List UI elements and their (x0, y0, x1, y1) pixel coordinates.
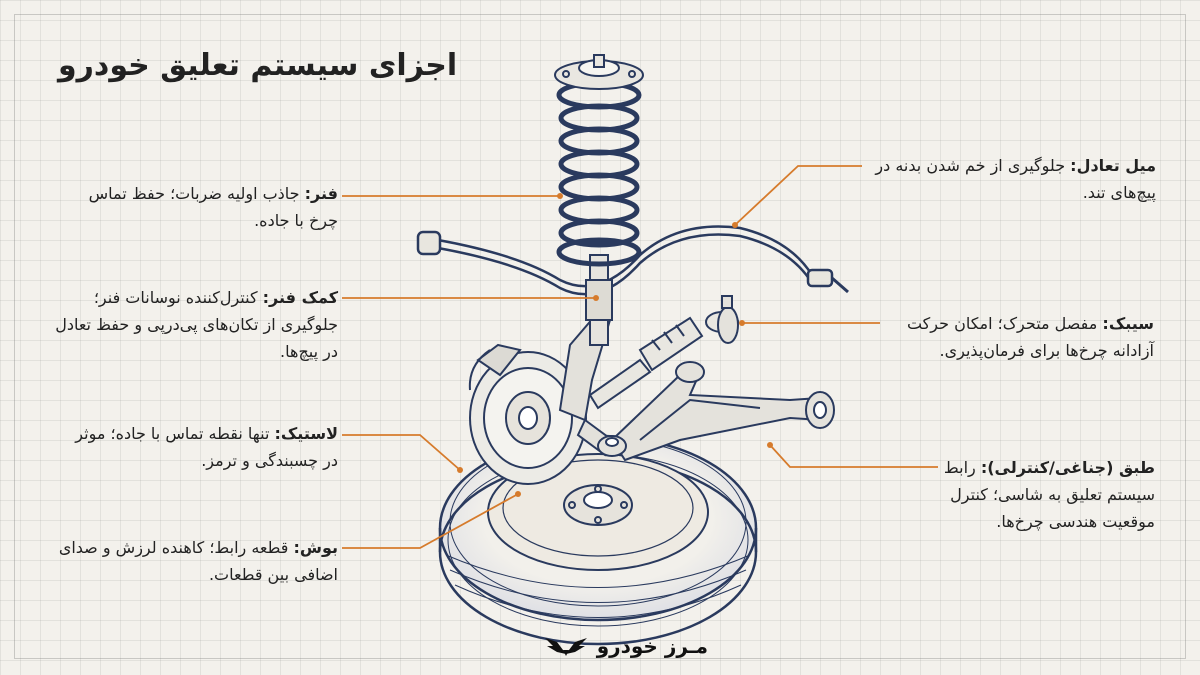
label-sway-bar-desc: جلوگیری از خم شدن بدنه در پیچ‌های تند. (875, 156, 1156, 202)
label-control-arm: طبق (جناغی/کنترلی): رابط سیستم تعلیق به … (900, 454, 1155, 535)
wings-icon (544, 638, 587, 656)
label-sway-bar: میل تعادل: جلوگیری از خم شدن بدنه در پیچ… (866, 152, 1156, 206)
label-tire-name: لاستیک: (274, 424, 339, 443)
label-control-arm-name: طبق (جناغی/کنترلی): (980, 458, 1155, 477)
label-ball-joint-desc: مفصل متحرک؛ امکان حرکت آزادانه چرخ‌ها بر… (906, 314, 1154, 360)
label-shock-absorber: کمک فنر: کنترل‌کننده نوسانات فنر؛ جلوگیر… (48, 284, 338, 365)
label-bushing-name: بوش: (293, 538, 338, 557)
control-arm (610, 361, 835, 462)
label-ball-joint: سیبک: مفصل متحرک؛ امکان حرکت آزادانه چرخ… (884, 310, 1154, 364)
label-sway-bar-name: میل تعادل: (1070, 156, 1156, 175)
label-bushing: بوش: قطعه رابط؛ کاهنده لرزش و صدای اضافی… (58, 534, 338, 588)
ball-joint (597, 295, 739, 457)
brand-name: مـرز خودرو (596, 634, 708, 658)
wheel-hub (563, 484, 633, 526)
top-mount (554, 54, 644, 90)
border-frame (14, 14, 1186, 659)
label-control-arm-desc: رابط سیستم تعلیق به شاسی؛ کنترل موقعیت ه… (943, 458, 1155, 531)
label-bushing-desc: قطعه رابط؛ کاهنده لرزش و صدای اضافی بین … (58, 538, 338, 584)
label-tire: لاستیک: تنها نقطه تماس با جاده؛ موثر در … (58, 420, 338, 474)
brand-logo: مـرز خودرو (508, 628, 708, 664)
coil-spring (556, 80, 642, 267)
label-shock-desc: کنترل‌کننده نوسانات فنر؛ جلوگیری از تکان… (55, 288, 338, 361)
label-spring: فنر: جاذب اولیه ضربات؛ حفظ تماس چرخ با ج… (58, 180, 338, 234)
shock-absorber (585, 254, 613, 346)
leader-lines (342, 165, 938, 549)
label-spring-desc: جاذب اولیه ضربات؛ حفظ تماس چرخ با جاده. (88, 184, 338, 230)
tire (438, 434, 758, 646)
brake-disc (468, 343, 587, 485)
label-tire-desc: تنها نقطه تماس با جاده؛ موثر در چسبندگی … (75, 424, 338, 470)
label-spring-name: فنر: (304, 184, 338, 203)
label-shock-name: کمک فنر: (262, 288, 338, 307)
page-title: اجزای سیستم تعلیق خودرو (58, 48, 458, 83)
label-ball-joint-name: سیبک: (1102, 314, 1154, 333)
